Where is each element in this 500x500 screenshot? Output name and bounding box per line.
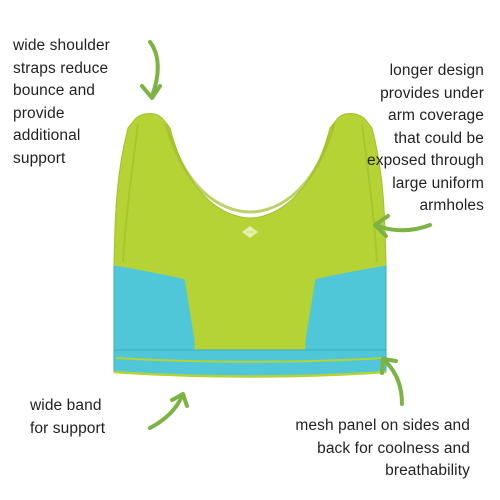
callout-longer-design: longer design provides under arm coverag… <box>367 62 484 214</box>
bottom-band-edge <box>113 370 387 378</box>
bottom-band <box>113 349 387 377</box>
arrow-shoulder-straps <box>140 40 162 100</box>
mesh-piping-right <box>302 262 387 358</box>
sports-bra-image <box>113 113 387 378</box>
bra-neckline-shade <box>164 123 336 214</box>
mesh-piping-left <box>113 262 198 358</box>
callout-wide-band: wide band for support <box>30 397 106 437</box>
bra-right-strap-shade <box>361 123 378 263</box>
callout-mesh-panel: mesh panel on sides and back for coolnes… <box>295 417 470 479</box>
bra-left-strap-shade <box>122 123 139 263</box>
logo-mark-icon <box>242 226 258 238</box>
callout-shoulder-straps: wide shoulder straps reduce bounce and p… <box>13 37 110 167</box>
arrow-mesh-panel <box>380 357 404 406</box>
bottom-band-stitch <box>115 357 385 363</box>
arrow-wide-band <box>148 392 189 430</box>
arrow-longer-design <box>373 214 432 238</box>
